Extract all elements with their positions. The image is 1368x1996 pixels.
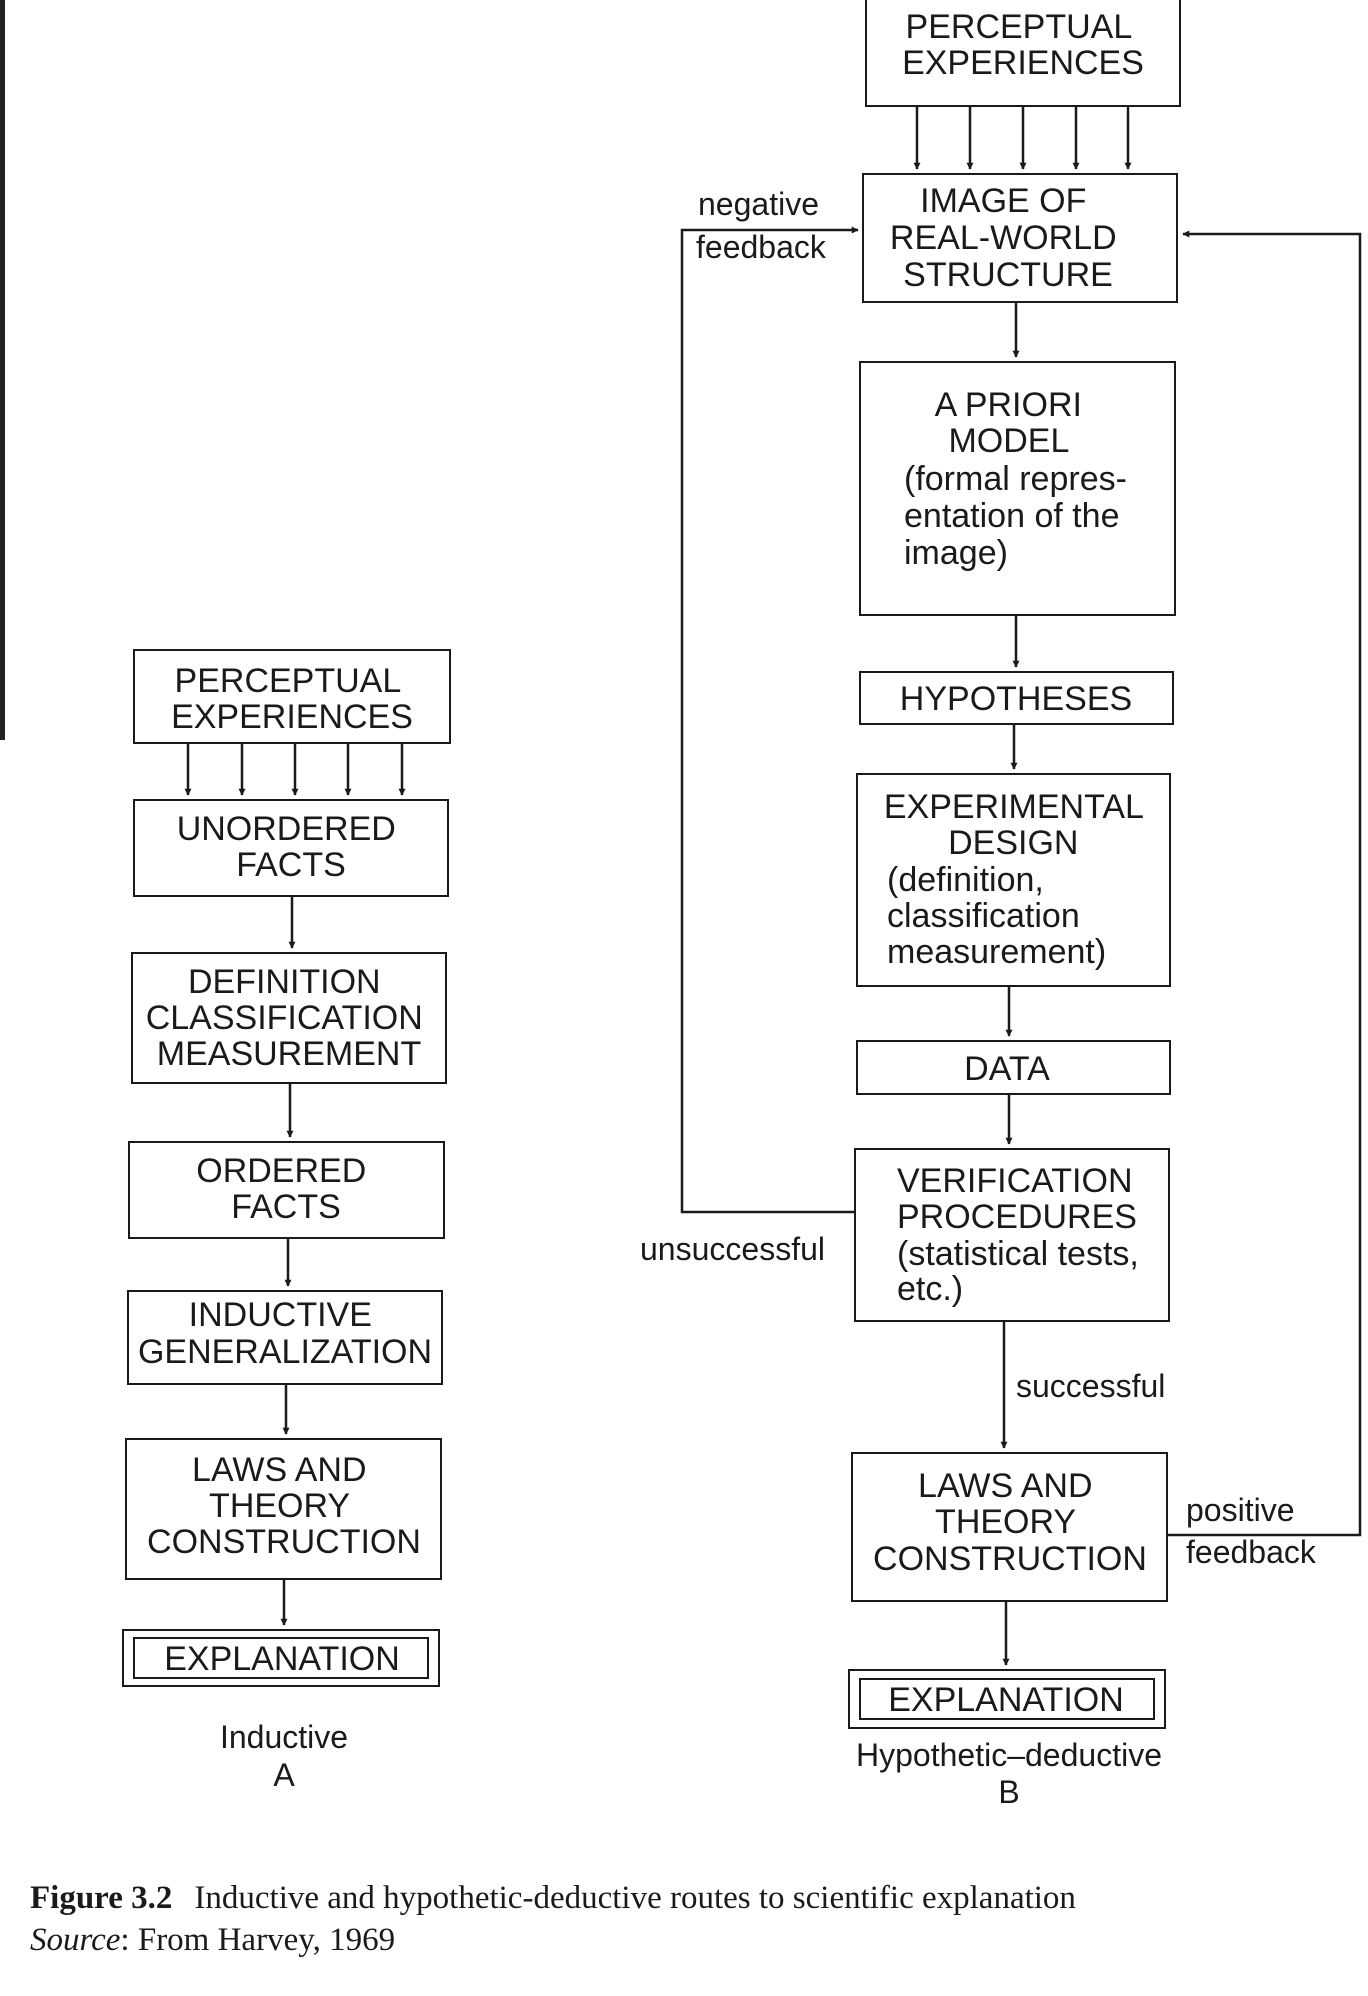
- figure-caption: Figure 3.2 Inductive and hypothetic-deduc…: [30, 1880, 1076, 1917]
- positive-feedback-label-line2: feedback: [1186, 1534, 1317, 1570]
- deductive-design-text: EXPERIMENTAL DESIGN (definition, classif…: [884, 788, 1152, 971]
- deductive-route-label: Hypothetic–deductive: [856, 1737, 1162, 1773]
- inductive-route-label: Inductive: [220, 1719, 348, 1755]
- deductive-fan-arrows: [913, 106, 1132, 170]
- figure-number: Figure 3.2: [30, 1880, 173, 1916]
- deductive-explanation-inner-box: [859, 1678, 1155, 1720]
- negative-feedback-loop: [680, 226, 859, 1214]
- deductive-image-text: IMAGE OF REAL-WORLD STRUCTURE: [890, 182, 1126, 294]
- inductive-explanation-outer-box: [122, 1629, 440, 1687]
- figure-caption-text: Inductive and hypothetic-deductive route…: [194, 1880, 1076, 1916]
- deductive-explanation-text: EXPLANATION: [888, 1681, 1124, 1719]
- inductive-perceptual-text: PERCEPTUAL EXPERIENCES: [171, 662, 413, 736]
- inductive-generalization-text: INDUCTIVE GENERALIZATION: [138, 1296, 432, 1371]
- inductive-explanation-inner-box: [133, 1637, 429, 1679]
- figure-source: Source: From Harvey, 1969: [30, 1922, 395, 1959]
- inductive-perceptual-box: [133, 649, 451, 744]
- successful-label: successful: [1016, 1368, 1165, 1404]
- positive-feedback-label-line1: positive: [1186, 1492, 1295, 1528]
- inductive-laws-text: LAWS AND THEORY CONSTRUCTION: [147, 1451, 421, 1561]
- negative-feedback-label-line1: negative: [698, 186, 819, 222]
- positive-feedback-loop: [1167, 230, 1362, 1537]
- deductive-model-text: A PRIORI MODEL (formal repres- entation …: [904, 386, 1136, 572]
- deductive-hypotheses-text: HYPOTHESES: [900, 680, 1132, 718]
- deductive-laws-box: [851, 1452, 1168, 1602]
- inductive-unordered-text: UNORDERED FACTS: [177, 810, 406, 884]
- inductive-definition-text: DEFINITION CLASSIFICATION MEASUREMENT: [146, 963, 433, 1073]
- deductive-design-box: [856, 773, 1171, 987]
- inductive-route-letter: A: [273, 1757, 295, 1793]
- inductive-explanation-text: EXPLANATION: [164, 1640, 400, 1678]
- deductive-data-text: DATA: [964, 1050, 1050, 1088]
- deductive-explanation-outer-box: [848, 1669, 1166, 1729]
- deductive-hypotheses-box: [859, 671, 1174, 725]
- deductive-verification-text: VERIFICATION PROCEDURES (statistical tes…: [897, 1162, 1148, 1308]
- inductive-ordered-text: ORDERED FACTS: [196, 1152, 375, 1226]
- deductive-route-letter: B: [998, 1774, 1019, 1810]
- deductive-perceptual-text: PERCEPTUAL EXPERIENCES: [902, 8, 1144, 82]
- deductive-verification-box: [854, 1148, 1170, 1322]
- source-text: : From Harvey, 1969: [120, 1922, 396, 1958]
- inductive-ordered-box: [128, 1141, 445, 1239]
- deductive-model-box: [859, 361, 1176, 616]
- negative-feedback-label-line2: feedback: [696, 229, 827, 265]
- deductive-image-box: [862, 173, 1178, 303]
- deductive-data-box: [856, 1040, 1171, 1095]
- inductive-fan-arrows: [184, 743, 406, 796]
- unsuccessful-label: unsuccessful: [640, 1231, 825, 1267]
- source-label: Source: [30, 1922, 121, 1958]
- page-edge-shadow: [0, 0, 5, 740]
- deductive-laws-text: LAWS AND THEORY CONSTRUCTION: [873, 1467, 1147, 1578]
